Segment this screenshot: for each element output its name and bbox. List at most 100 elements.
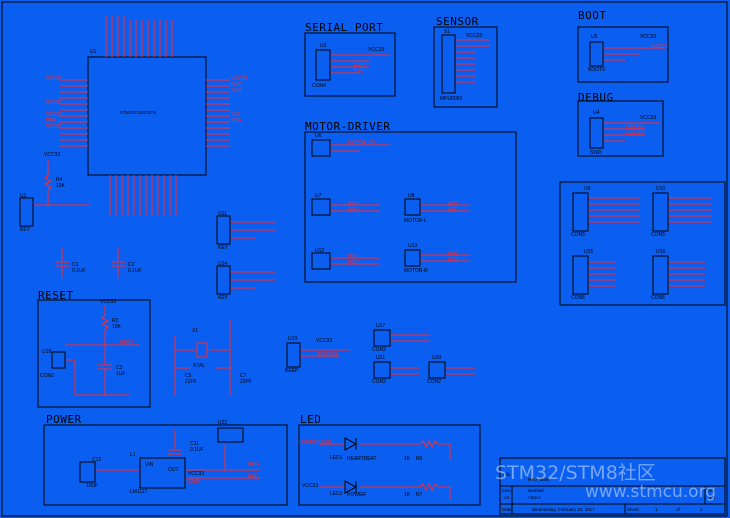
u14-ref: U14 <box>218 261 228 267</box>
reset-u18: U18 <box>42 349 52 355</box>
block-title-power: POWER <box>46 413 82 426</box>
mcu-net-left-0: VCC33 <box>46 76 63 82</box>
motor-l: MOTOR-L <box>404 218 427 224</box>
power-u22: U22 <box>218 420 228 426</box>
motor-bo2: BO2 <box>448 257 459 263</box>
buzzer-part: BEEP <box>285 368 299 374</box>
con-u16: U16 <box>656 249 666 255</box>
c2-value: 0.1UF <box>128 268 142 274</box>
reset-c3-val: 1UF <box>116 371 126 377</box>
motor-ain2: AIN2 <box>348 207 360 213</box>
block-title-boot: BOOT <box>578 9 607 22</box>
reset-r3-val: 10K <box>112 324 121 330</box>
boot-part: BOOT0 <box>588 67 605 73</box>
misc-u17: U17 <box>376 323 386 329</box>
key-label-3: KEY <box>218 295 229 301</box>
led2-name: POWER <box>347 492 366 498</box>
led1-name: HEARTBEAT <box>347 456 377 462</box>
led2-ref: LED2 <box>330 491 343 497</box>
motor-u7: U7 <box>315 193 322 199</box>
reset-nrst: NRST <box>120 340 134 346</box>
block-title-motor: MOTOR-DRIVER <box>305 120 391 133</box>
tb-sheet: 1 <box>655 507 658 512</box>
key-label-1: KEY <box>20 227 31 233</box>
buzzer-ref: U19 <box>288 336 298 342</box>
motor-u12: U12 <box>315 248 325 254</box>
tb-sheet-label: Sheet <box>627 507 639 512</box>
block-title-reset: RESET <box>38 289 74 302</box>
power-c11: C11 <box>190 441 199 447</box>
tb-rev-label: Rev <box>707 488 716 493</box>
mcu-part: STM32F103C8T6 <box>120 110 156 115</box>
tb-title-label: Title <box>502 472 511 477</box>
mcu-net-left-1: VCC33 <box>46 100 63 106</box>
serial-txd: TXD <box>354 69 364 75</box>
c2-ref: C2 <box>128 262 135 268</box>
watermark-line-2: www.stmcu.org <box>585 482 717 502</box>
xtal-ref: X1 <box>192 328 199 334</box>
power-l1: L1 <box>130 452 136 458</box>
motor-bin2: BIN2 <box>348 260 360 266</box>
motor-pwma: AIN1 <box>348 201 360 207</box>
c1-ref: C1 <box>72 262 79 268</box>
tb-size-label: Size <box>502 488 511 493</box>
mcu-net-right-4: SDA <box>231 118 242 124</box>
sensor-vcc: VCC33 <box>466 33 483 39</box>
debug-vcc: VCC33 <box>640 115 657 121</box>
misc-part-2: CON2 <box>372 379 386 385</box>
misc-part-1: CON2 <box>372 347 386 353</box>
tb-sheets: 1 <box>700 507 703 512</box>
mcu-net-left-3: PA0 <box>46 118 56 124</box>
watermark-line-1: STM32/STM8社区 <box>495 462 656 484</box>
r7-val: 1K <box>404 492 411 498</box>
c1-value: 0.1UF <box>72 268 86 274</box>
motor-ao2: AO2 <box>448 207 459 213</box>
r6-val: 1K <box>404 456 411 462</box>
tb-number: <Doc> <box>528 495 542 500</box>
power-c12-val: 10UF <box>86 483 99 489</box>
power-c12: C12 <box>92 457 102 463</box>
mcu-net-left-4: VCC33 <box>46 124 63 130</box>
tb-size: A4 <box>504 495 510 500</box>
debug-swdio: SWDIO <box>626 131 643 137</box>
block-title-serial: SERIAL_PORT <box>305 21 384 34</box>
misc-part-3: CON2 <box>427 379 441 385</box>
r6-ref: R6 <box>416 456 423 462</box>
motor-net-top: MOTOR_5V <box>348 140 376 146</box>
motor-bin1: BIN1 <box>348 254 360 260</box>
block-title-sensor: SENSOR <box>436 15 479 28</box>
led-net-1: HEART_LED <box>302 440 332 446</box>
sensor-ref: S1 <box>444 29 451 35</box>
c5-ref: C5 <box>185 373 192 379</box>
motor-ao1: AO1 <box>448 201 459 207</box>
r7-ref: R7 <box>416 492 423 498</box>
tb-of: of <box>676 507 680 512</box>
boot-net: BOOT0 <box>651 44 668 50</box>
key-label-2: KEY <box>218 245 229 251</box>
sensor-part: MPU6050 <box>440 96 463 102</box>
power-out: OUT <box>168 467 179 473</box>
motor-r: MOTOR-R <box>404 268 428 274</box>
u11-ref: U11 <box>218 211 227 217</box>
power-gnd: GND <box>188 479 200 485</box>
power-bat2: BAT- <box>248 474 259 480</box>
mcu-net-right-2: GND <box>231 88 243 94</box>
mcu-net-right-0: VCC33 <box>231 76 248 82</box>
motor-bo1: BO1 <box>448 251 459 257</box>
serial-vcc: VCC33 <box>368 47 385 53</box>
tb-date: Wednesday, February 15, 2017 <box>532 507 595 512</box>
tb-title: RTU_Main <box>528 477 550 482</box>
motor-u8: U8 <box>408 193 415 199</box>
power-bat1: BAT+ <box>248 462 261 468</box>
con-u10: U10 <box>656 186 666 192</box>
c5-val: 22PF <box>185 379 197 385</box>
reset-c3: C3 <box>116 365 123 371</box>
debug-swclk: SWCLK <box>626 125 644 131</box>
reset-r3: R3 <box>112 318 119 324</box>
boot-ref: U5 <box>591 34 598 40</box>
u2-ref: U2 <box>20 193 27 199</box>
power-vin: VIN <box>145 462 154 468</box>
con-u15: U15 <box>584 249 594 255</box>
